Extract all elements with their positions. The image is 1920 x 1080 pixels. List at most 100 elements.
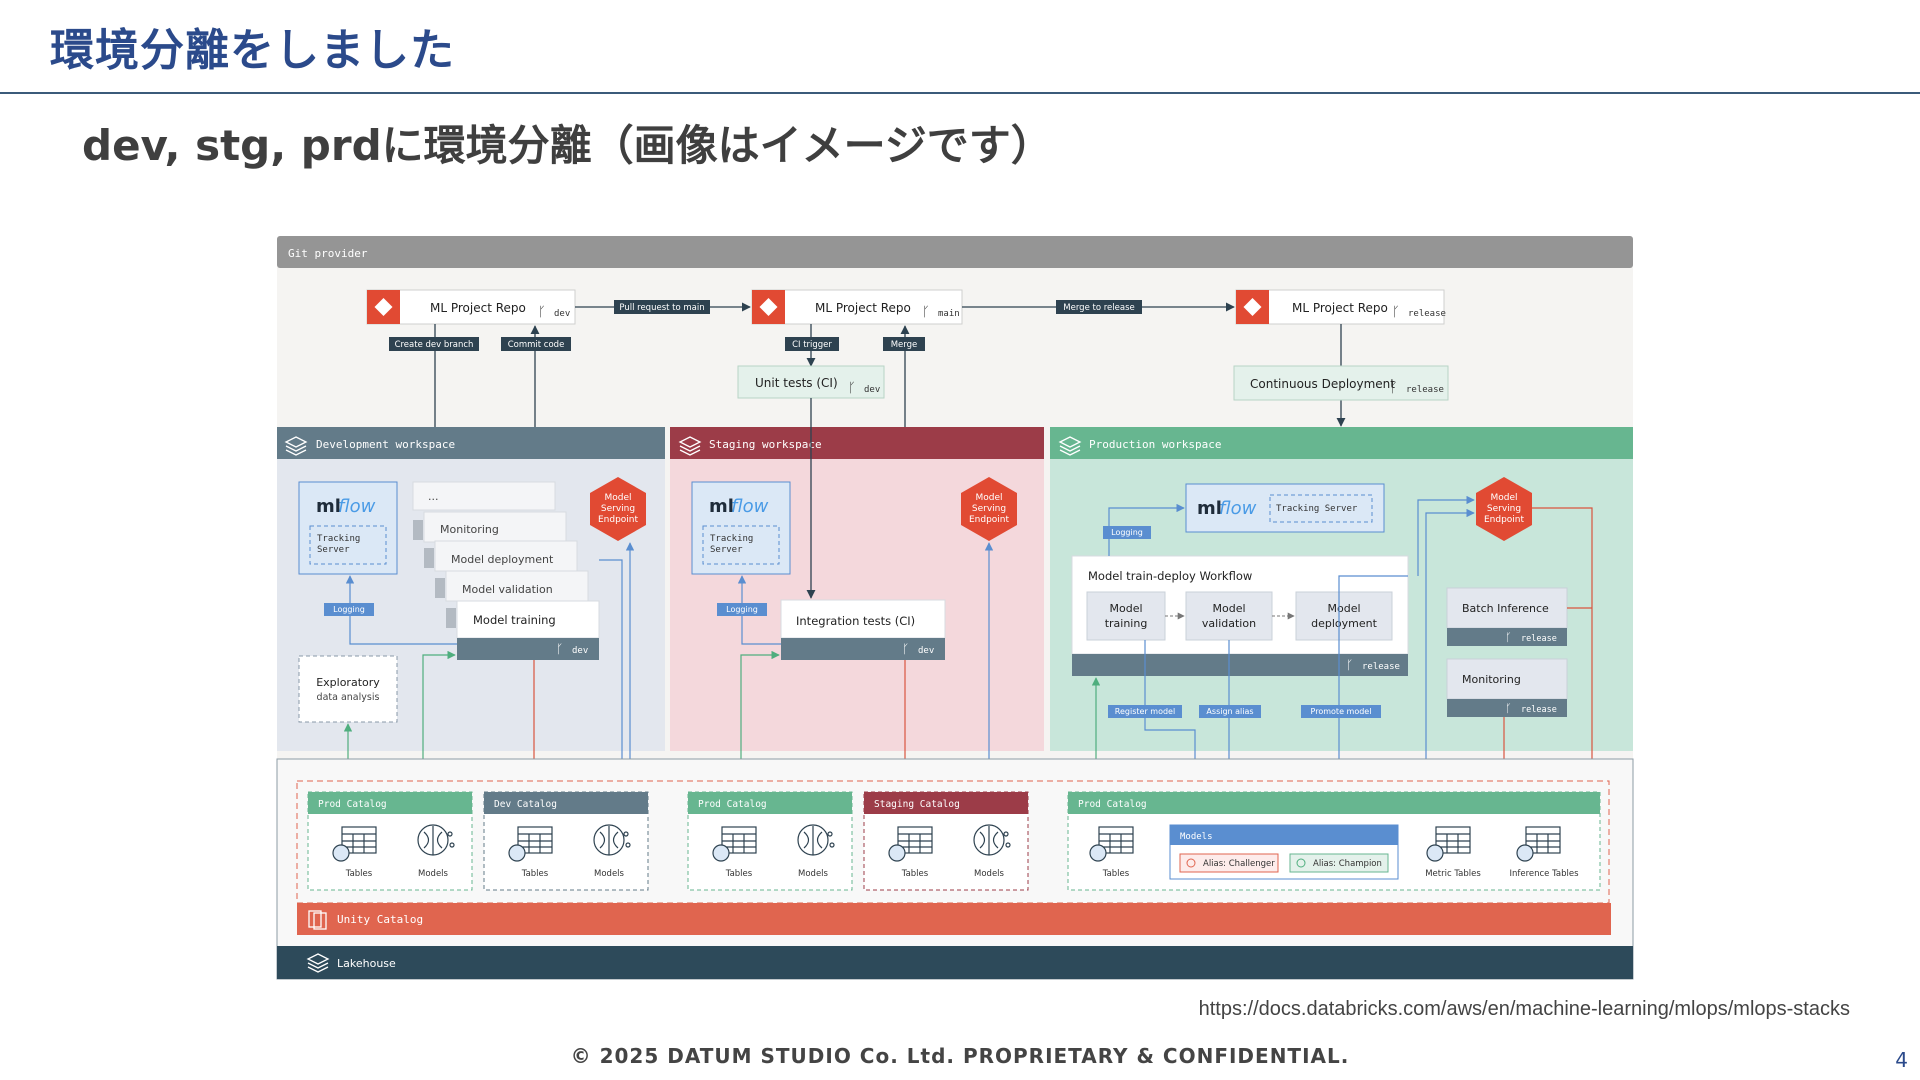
model-brain-icon <box>973 824 1011 856</box>
svg-text:Prod Catalog: Prod Catalog <box>1078 799 1147 810</box>
lakehouse-icon <box>306 953 330 973</box>
label-merge: Merge <box>883 337 925 351</box>
svg-text:Server: Server <box>317 545 350 555</box>
page-number: 4 <box>1895 1048 1908 1072</box>
repo-release-label: ML Project Repo <box>1292 301 1388 315</box>
label-register-model: Register model <box>1108 705 1182 718</box>
svg-text:Model: Model <box>1327 602 1360 615</box>
staging-workspace-header <box>670 427 1044 459</box>
catalog-stg-stg: Staging Catalog Tables Models <box>863 791 1029 891</box>
svg-text:Unit tests (CI): Unit tests (CI) <box>755 376 838 390</box>
table-icon <box>332 826 377 862</box>
model-brain-icon <box>797 824 835 856</box>
svg-text:Merge to release: Merge to release <box>1063 303 1134 313</box>
svg-text:ml: ml <box>1197 498 1222 519</box>
svg-text:Models: Models <box>974 869 1005 879</box>
copyright-notice: © 2025 DATUM STUDIO Co. Ltd. PROPRIETARY… <box>570 1044 1350 1068</box>
svg-text:Create dev branch: Create dev branch <box>395 340 474 350</box>
svg-text:Serving: Serving <box>1487 504 1521 514</box>
svg-text:Tracking: Tracking <box>317 534 360 544</box>
svg-text:Tables: Tables <box>901 869 929 879</box>
svg-text:flow: flow <box>731 496 769 517</box>
label-ci-trigger: CI trigger <box>785 337 839 351</box>
continuous-deployment-box: Continuous Deployment ᚴ release <box>1233 365 1449 401</box>
svg-text:ml: ml <box>709 496 734 517</box>
branch-icon: ᚴ <box>1505 702 1512 715</box>
svg-text:data analysis: data analysis <box>317 692 380 703</box>
svg-text:Tracking Server: Tracking Server <box>1276 504 1358 514</box>
alias-challenger-icon <box>1186 858 1196 868</box>
svg-text:release: release <box>1521 634 1557 644</box>
table-icon <box>1426 826 1471 862</box>
source-link[interactable]: https://docs.databricks.com/aws/en/machi… <box>1198 998 1850 1020</box>
svg-text:Model: Model <box>604 493 631 503</box>
table-icon <box>1516 826 1561 862</box>
svg-text:Model: Model <box>1490 493 1517 503</box>
branch-icon: ᚴ <box>922 305 930 320</box>
git-provider-header <box>277 236 1633 268</box>
label-merge-release: Merge to release <box>1056 300 1142 314</box>
svg-text:Exploratory: Exploratory <box>316 676 380 689</box>
git-provider-label: Git provider <box>288 247 368 260</box>
svg-text:dev: dev <box>864 385 880 395</box>
repo-release: ML Project Repo ᚴ release <box>1235 289 1446 325</box>
svg-text:Monitoring: Monitoring <box>1462 673 1521 686</box>
layers-icon <box>678 436 702 456</box>
label-assign-alias: Assign alias <box>1199 705 1261 718</box>
staging-mlflow: ml flow Tracking Server <box>691 481 791 575</box>
svg-text:Tracking: Tracking <box>710 534 753 544</box>
svg-text:Assign alias: Assign alias <box>1206 707 1253 716</box>
svg-text:flow: flow <box>338 496 376 517</box>
svg-text:...: ... <box>428 490 439 503</box>
svg-text:Merge: Merge <box>891 340 918 350</box>
prod-endpoint: Model Serving Endpoint <box>1476 477 1532 541</box>
svg-text:Inference Tables: Inference Tables <box>1509 869 1579 879</box>
svg-text:Logging: Logging <box>726 605 758 614</box>
svg-text:Commit code: Commit code <box>508 340 565 350</box>
lakehouse-label: Lakehouse <box>337 957 396 970</box>
catalog-dev-prod: Prod Catalog Tables Models <box>307 791 473 891</box>
dev-workspace-title: Development workspace <box>316 438 455 451</box>
catalog-stg-prod: Prod Catalog Tables Models <box>687 791 853 891</box>
svg-text:Tables: Tables <box>725 869 753 879</box>
svg-text:training: training <box>1105 617 1148 630</box>
repo-dev-branch: dev <box>554 309 570 319</box>
svg-text:Model training: Model training <box>473 613 556 627</box>
branch-icon: ᚴ <box>848 381 856 396</box>
svg-text:Models: Models <box>594 869 625 879</box>
repo-dev: ML Project Repo ᚴ dev <box>366 289 576 325</box>
svg-text:Model validation: Model validation <box>462 583 553 596</box>
svg-text:Promote model: Promote model <box>1311 707 1372 716</box>
dev-endpoint: Model Serving Endpoint <box>590 477 646 541</box>
alias-champion <box>1289 853 1389 873</box>
svg-text:CI trigger: CI trigger <box>792 340 832 350</box>
branch-icon: ᚴ <box>1392 305 1400 320</box>
svg-text:Endpoint: Endpoint <box>1484 515 1525 525</box>
unity-catalog-label: Unity Catalog <box>337 913 423 926</box>
title-divider <box>0 92 1920 94</box>
table-icon <box>888 826 933 862</box>
table-icon <box>508 826 553 862</box>
svg-text:flow: flow <box>1219 498 1257 519</box>
table-icon <box>712 826 757 862</box>
prod-mlflow: ml flow Tracking Server <box>1185 483 1385 533</box>
repo-main: ML Project Repo ᚴ main <box>751 289 963 325</box>
repo-release-branch: release <box>1408 309 1446 319</box>
slide-title: 環境分離をしました <box>50 25 455 76</box>
dev-logging-label: Logging <box>324 603 374 616</box>
svg-text:Logging: Logging <box>1111 528 1143 537</box>
table-icon <box>1089 826 1134 862</box>
branch-icon: ᚴ <box>1346 658 1353 672</box>
staging-workspace-title: Staging workspace <box>709 438 822 451</box>
prod-workflow: Model train-deploy Workflow Model traini… <box>1071 555 1409 676</box>
layers-icon <box>284 436 308 456</box>
model-brain-icon <box>593 824 631 856</box>
svg-text:Continuous Deployment: Continuous Deployment <box>1250 377 1395 391</box>
svg-text:Model: Model <box>1109 602 1142 615</box>
dev-mlflow: ml flow Tracking Server <box>298 481 398 575</box>
svg-text:Alias: Challenger: Alias: Challenger <box>1203 859 1275 869</box>
svg-text:Prod Catalog: Prod Catalog <box>318 799 387 810</box>
svg-text:Batch Inference: Batch Inference <box>1462 602 1549 615</box>
repo-main-label: ML Project Repo <box>815 301 911 315</box>
unity-catalog-bar <box>297 903 1611 935</box>
